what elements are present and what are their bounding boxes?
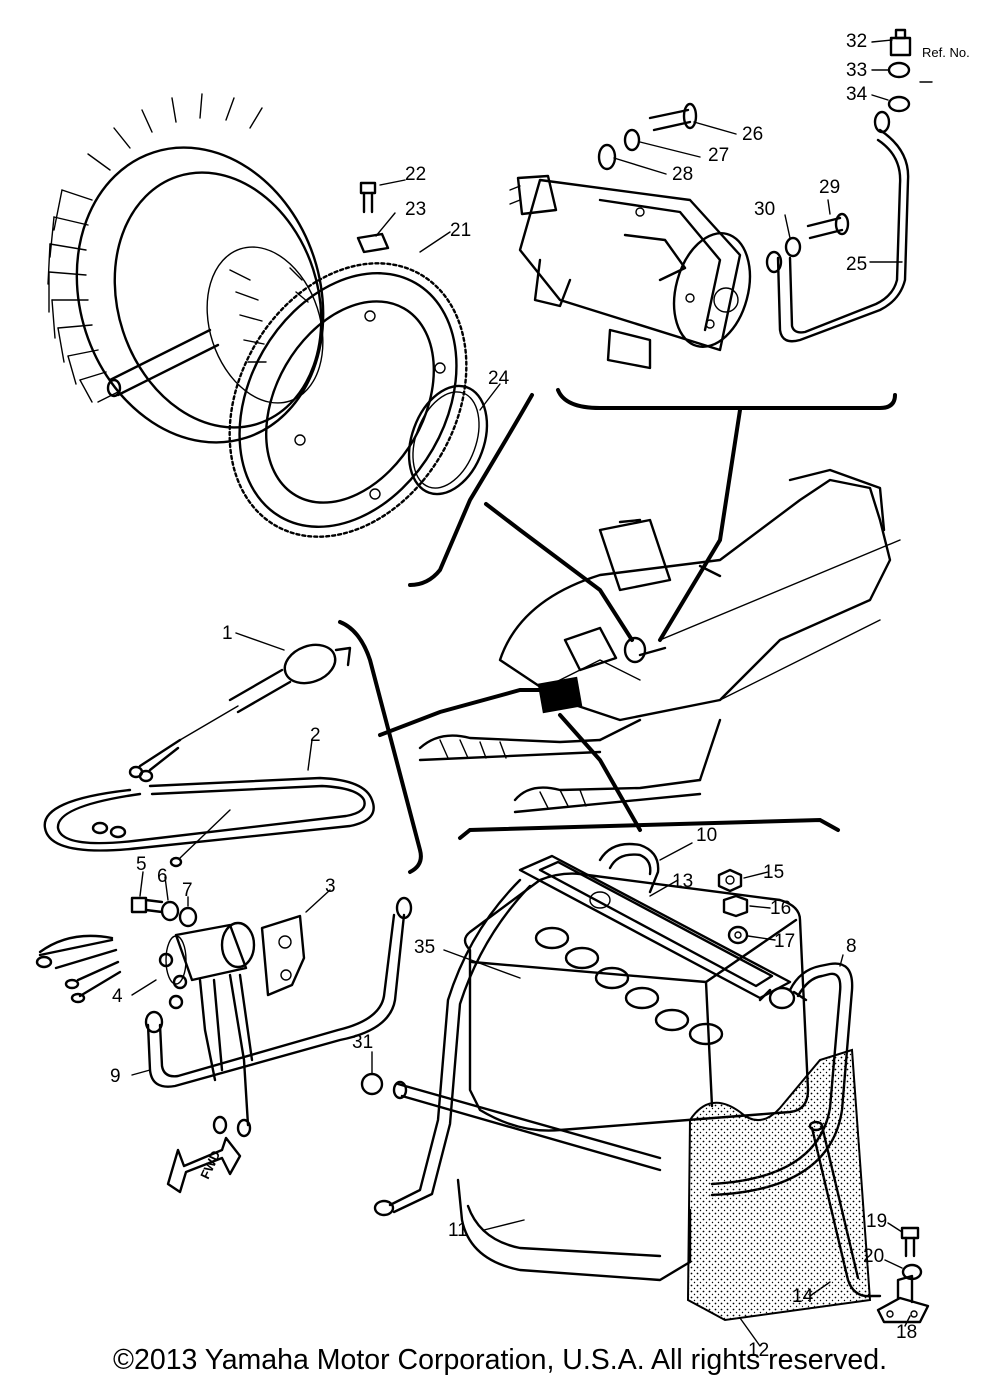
lock-plate-23 bbox=[356, 232, 390, 254]
washer-27 bbox=[623, 128, 641, 152]
switch-1 bbox=[128, 643, 352, 783]
callout-7: 7 bbox=[182, 880, 193, 901]
battery-group-bracket bbox=[458, 817, 840, 840]
callout-24: 24 bbox=[488, 368, 510, 389]
rod-14 bbox=[808, 1120, 882, 1298]
callout-14: 14 bbox=[792, 1286, 814, 1307]
bolt-26 bbox=[648, 102, 698, 132]
cable-25 bbox=[765, 110, 910, 343]
o-ring-24 bbox=[407, 384, 489, 496]
bolt-29 bbox=[806, 212, 850, 240]
copyright-notice: ©2013 Yamaha Motor Corporation, U.S.A. A… bbox=[113, 1344, 887, 1376]
relay-group-bracket bbox=[338, 620, 423, 874]
callout-17: 17 bbox=[774, 931, 795, 952]
callout-6: 6 bbox=[157, 866, 168, 887]
callout-34: 34 bbox=[846, 84, 868, 105]
callout-29: 29 bbox=[819, 177, 840, 198]
callout-leaders bbox=[131, 39, 911, 1347]
leader-starter-group bbox=[658, 408, 742, 642]
snowmobile-body bbox=[418, 468, 901, 814]
washer-17 bbox=[727, 925, 749, 945]
callout-19: 19 bbox=[866, 1211, 887, 1232]
ring-gear-21 bbox=[228, 262, 468, 538]
washer-34 bbox=[887, 95, 911, 113]
callout-4: 4 bbox=[112, 986, 123, 1007]
nut-33 bbox=[887, 61, 911, 79]
callout-33: 33 bbox=[846, 60, 867, 81]
battery-35 bbox=[463, 872, 810, 1132]
ref-no-label: Ref. No. bbox=[922, 45, 970, 60]
callout-30: 30 bbox=[754, 199, 775, 220]
leader-relay-group bbox=[378, 688, 550, 737]
callout-35: 35 bbox=[414, 937, 435, 958]
bracket-18 bbox=[876, 1274, 930, 1324]
insulation-pad-12 bbox=[686, 1048, 872, 1322]
starter-group-bracket bbox=[556, 388, 897, 410]
starter-motor bbox=[509, 174, 752, 370]
flywheel-group-bracket bbox=[408, 393, 534, 587]
strap-10 bbox=[598, 842, 660, 894]
relay-4 bbox=[35, 921, 256, 1138]
vent-tube bbox=[388, 878, 522, 1207]
fwd-arrow: FWD bbox=[166, 1136, 242, 1194]
cable-31-lead bbox=[360, 1072, 662, 1172]
flywheel-magneto bbox=[47, 93, 325, 444]
callout-3: 3 bbox=[325, 876, 336, 897]
callout-21: 21 bbox=[450, 220, 471, 241]
cable-9 bbox=[144, 896, 413, 1088]
bolt-19 bbox=[900, 1226, 920, 1258]
callout-31: 31 bbox=[352, 1032, 373, 1053]
nut-16 bbox=[722, 894, 749, 918]
callout-15: 15 bbox=[763, 862, 784, 883]
callout-28: 28 bbox=[672, 164, 693, 185]
callout-11: 11 bbox=[448, 1220, 468, 1241]
callout-10: 10 bbox=[696, 825, 717, 846]
callout-16: 16 bbox=[770, 898, 791, 919]
bracket-3 bbox=[260, 914, 306, 997]
leader-battery-group bbox=[558, 713, 642, 832]
washer-28 bbox=[597, 143, 617, 171]
callout-22: 22 bbox=[405, 164, 426, 185]
leader-flywheel-group bbox=[484, 502, 634, 642]
fwd-label: FWD bbox=[197, 1148, 223, 1181]
callout-9: 9 bbox=[110, 1066, 121, 1087]
battery-tray-11 bbox=[456, 1178, 692, 1282]
nut-15 bbox=[717, 868, 743, 893]
callout-1: 1 bbox=[222, 623, 233, 644]
battery-caps bbox=[534, 926, 724, 1046]
callout-20: 20 bbox=[863, 1246, 884, 1267]
callout-13: 13 bbox=[672, 871, 693, 892]
callout-5: 5 bbox=[136, 854, 147, 875]
washer-30 bbox=[784, 236, 802, 258]
callout-2: 2 bbox=[310, 725, 321, 746]
callout-32: 32 bbox=[846, 31, 867, 52]
washer-6 bbox=[160, 900, 180, 922]
callout-23: 23 bbox=[405, 199, 426, 220]
callout-12: 12 bbox=[748, 1340, 769, 1361]
cap-32 bbox=[889, 28, 912, 57]
callout-26: 26 bbox=[742, 124, 763, 145]
callout-25: 25 bbox=[846, 254, 867, 275]
washer-7 bbox=[178, 906, 198, 928]
callout-8: 8 bbox=[846, 936, 857, 957]
bolt-22 bbox=[359, 181, 377, 214]
callout-18: 18 bbox=[896, 1322, 917, 1343]
wire-harness-2 bbox=[43, 776, 375, 868]
bolt-5 bbox=[130, 896, 164, 914]
callout-27: 27 bbox=[708, 145, 729, 166]
hold-down-plate-13 bbox=[518, 854, 792, 1000]
callout-labels: 1 2 3 4 5 6 7 8 9 10 11 12 13 14 15 16 1… bbox=[110, 31, 970, 1361]
